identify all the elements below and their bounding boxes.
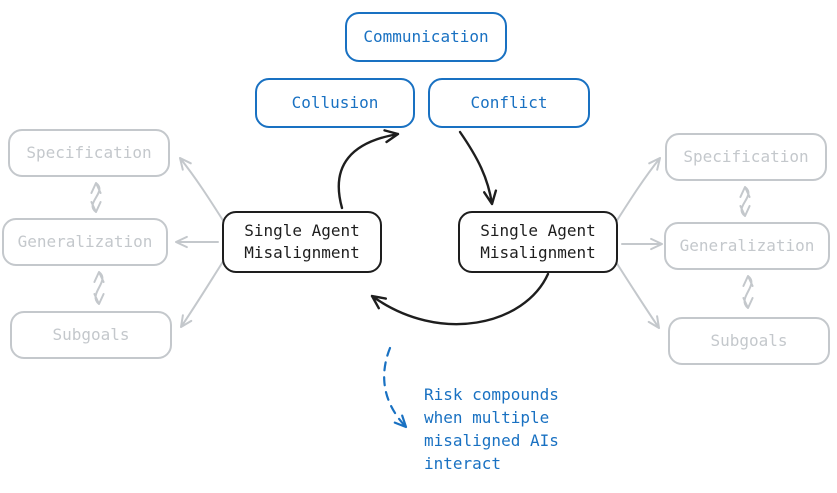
arrow-to-specification-left xyxy=(179,157,225,223)
node-collusion: Collusion xyxy=(255,78,415,128)
node-communication: Communication xyxy=(345,12,507,62)
connector-gen-subgoals-right xyxy=(742,275,754,309)
dashed-arrow-head xyxy=(393,414,408,429)
node-specification-left: Specification xyxy=(8,129,170,177)
arrow-to-specification-right xyxy=(615,157,661,223)
node-subgoals-right: Subgoals xyxy=(668,317,830,365)
annotation-risk-compounds: Risk compounds when multiple misaligned … xyxy=(424,385,559,473)
dashed-arrow-to-annotation xyxy=(383,346,408,429)
arrow-to-subgoals-left xyxy=(180,259,225,328)
connector-spec-gen-right xyxy=(739,186,751,217)
arrow-to-generalization-right xyxy=(621,237,663,251)
node-agent-left: Single Agent Misalignment xyxy=(222,211,382,273)
node-subgoals-left: Subgoals xyxy=(10,311,172,359)
connector-gen-subgoals-left xyxy=(93,271,105,305)
connector-spec-gen-left xyxy=(90,182,102,213)
node-generalization-left: Generalization xyxy=(2,218,168,266)
arrow-conflict-to-right-agent xyxy=(458,130,498,206)
node-generalization-right: Generalization xyxy=(664,222,830,270)
node-agent-right: Single Agent Misalignment xyxy=(458,211,618,273)
node-conflict: Conflict xyxy=(428,78,590,128)
arrow-left-agent-to-collusion xyxy=(337,129,400,210)
node-specification-right: Specification xyxy=(665,133,827,181)
arrow-to-subgoals-right xyxy=(615,261,660,329)
arrow-to-generalization-left xyxy=(175,235,219,249)
arrow-right-agent-to-left-agent xyxy=(370,272,550,326)
